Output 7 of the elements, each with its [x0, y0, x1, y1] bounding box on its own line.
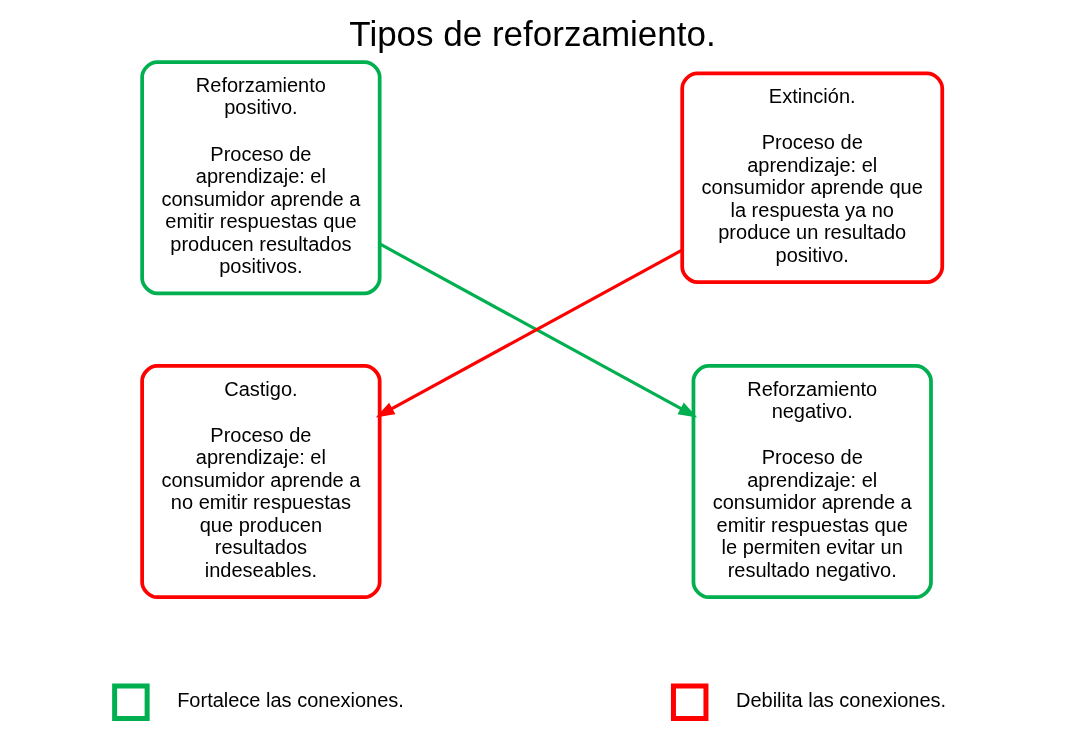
legend-label: Debilita las conexiones.	[735, 688, 947, 711]
legend-label: Fortalece las conexiones.	[177, 688, 404, 711]
node-box: Reforzamiento negativo. Proceso de aprendizaje: el consumidor aprende a emitir respuestas que le permiten evitar un resultado negativo.	[691, 364, 933, 600]
node-box: Extinción. Proceso de aprendizaje: el consumidor aprende que la respuesta ya no produce un resultado positivo.	[680, 71, 945, 284]
node-box: Castigo. Proceso de aprendizaje: el consumidor aprende a no emitir respuestas que producen resultados indeseables.	[140, 364, 382, 600]
diagram-title: Tipos de reforzamiento.	[349, 14, 716, 54]
node-box: Reforzamiento positivo. Proceso de aprendizaje: el consumidor aprende a emitir respuestas que producen resultados positivos.	[140, 60, 382, 296]
